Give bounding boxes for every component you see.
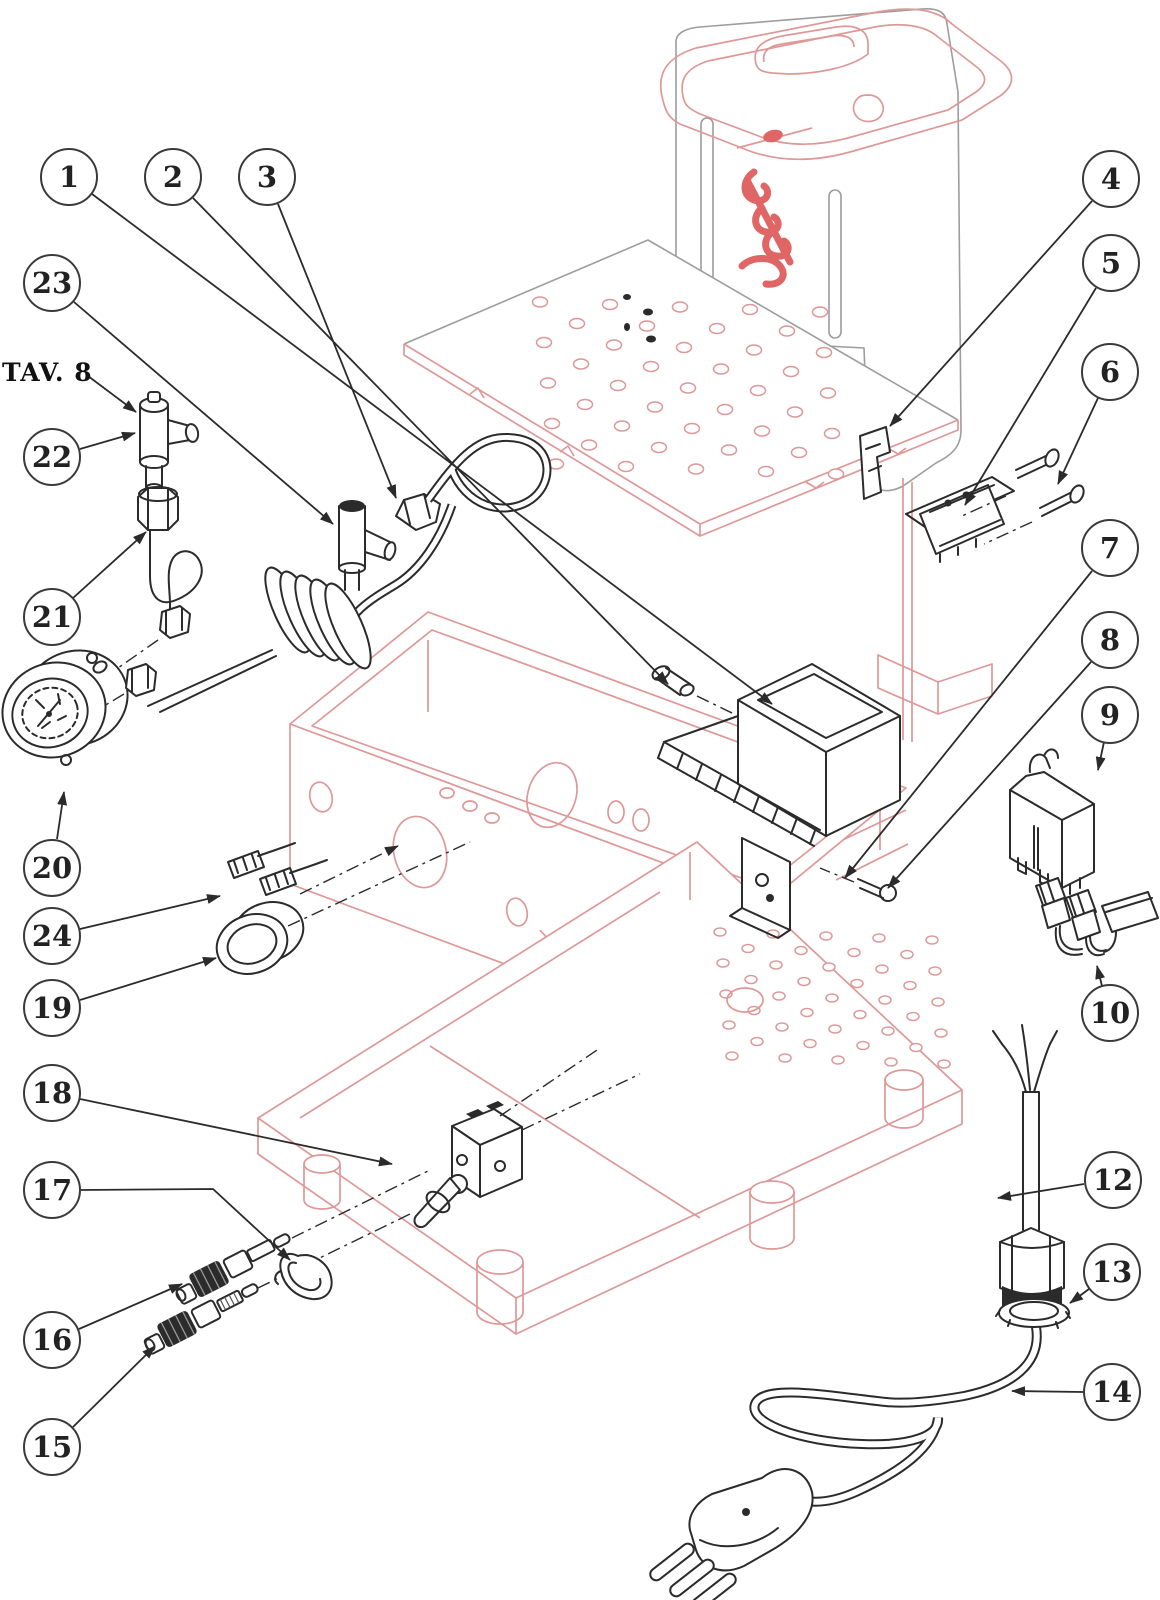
cord-clamp-17 xyxy=(274,1252,333,1301)
screws-6 xyxy=(961,448,1085,545)
power-cord xyxy=(749,1024,1058,1507)
callout-8: 8 xyxy=(1081,611,1139,669)
power-plug xyxy=(649,1468,814,1600)
spade-terminals-24 xyxy=(227,842,399,896)
callout-24: 24 xyxy=(23,907,81,965)
level-probe-15 xyxy=(143,1213,411,1355)
callout-13: 13 xyxy=(1083,1243,1141,1301)
clip-4 xyxy=(859,426,891,500)
callout-21: 21 xyxy=(23,588,81,646)
callout-3: 3 xyxy=(238,148,296,206)
microswitch-5 xyxy=(905,476,1015,563)
capillary-fittings-21 xyxy=(103,529,203,707)
callout-15: 15 xyxy=(23,1418,81,1476)
callout-6: 6 xyxy=(1081,343,1139,401)
callout-10: 10 xyxy=(1081,984,1139,1042)
base-chassis xyxy=(257,841,963,1335)
indicator-bezel-19 xyxy=(215,841,471,975)
hex-nut-21 xyxy=(137,486,179,531)
control-box xyxy=(657,663,901,847)
cup-warmer-tray xyxy=(403,239,959,537)
callout-17: 17 xyxy=(23,1161,81,1219)
heat-exchanger-coil xyxy=(147,566,372,713)
callout-9: 9 xyxy=(1081,686,1139,744)
relay-9 xyxy=(1009,748,1095,895)
steam-valve-tav8-22 xyxy=(139,391,200,493)
wire-connectors-10 xyxy=(1035,877,1159,957)
callout-19: 19 xyxy=(23,979,81,1037)
toggle-switch-18 xyxy=(413,1047,641,1229)
callout-1: 1 xyxy=(40,148,98,206)
pressure-gauge-20 xyxy=(1,649,129,766)
callout-22: 22 xyxy=(23,428,81,486)
callout-20: 20 xyxy=(23,839,81,897)
brand-logo xyxy=(736,127,813,288)
tube-loop-fitting-2 xyxy=(335,432,552,640)
water-inlet-valve-23 xyxy=(338,500,397,591)
tav-8-label: TAV. 8 xyxy=(2,358,93,387)
callout-23: 23 xyxy=(23,254,81,312)
screw-8 xyxy=(819,867,897,902)
callout-18: 18 xyxy=(23,1064,81,1122)
callout-7: 7 xyxy=(1081,519,1139,577)
callout-16: 16 xyxy=(23,1311,81,1369)
callout-5: 5 xyxy=(1082,234,1140,292)
callout-4: 4 xyxy=(1082,150,1140,208)
callout-12: 12 xyxy=(1084,1151,1142,1209)
mounting-bracket xyxy=(729,837,791,939)
locking-ring-13 xyxy=(995,1298,1071,1329)
tank-lid xyxy=(659,8,1013,161)
callout-14: 14 xyxy=(1083,1363,1141,1421)
callout-2: 2 xyxy=(144,148,202,206)
level-probe-16 xyxy=(175,1169,431,1305)
leader-lines xyxy=(56,193,1106,1428)
